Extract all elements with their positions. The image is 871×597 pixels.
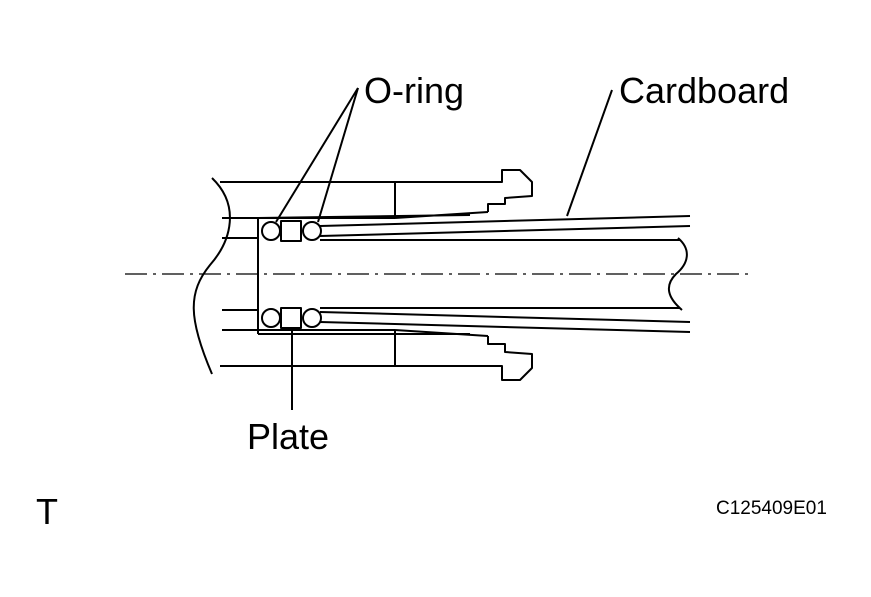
o-ring-lower-right bbox=[302, 308, 322, 328]
plate-lower bbox=[280, 307, 302, 329]
o-ring-leader-right bbox=[317, 87, 359, 223]
lower-flange bbox=[487, 336, 533, 381]
cardboard-leader bbox=[566, 89, 613, 217]
cardboard-tube bbox=[319, 215, 691, 333]
housing bbox=[192, 169, 533, 381]
leader-lines bbox=[275, 87, 613, 410]
o-ring-upper-left bbox=[261, 221, 281, 241]
plate-upper bbox=[280, 220, 302, 242]
plate-label: Plate bbox=[247, 416, 330, 457]
o-ring-upper-right bbox=[302, 221, 322, 241]
o-ring-lower-left bbox=[261, 308, 281, 328]
cardboard-label: Cardboard bbox=[619, 70, 790, 111]
tube-break-line bbox=[667, 237, 688, 311]
o-ring-label: O-ring bbox=[364, 70, 465, 111]
figure-code: C125409E01 bbox=[716, 498, 827, 519]
housing-break-line bbox=[192, 177, 231, 375]
upper-flange bbox=[487, 169, 533, 212]
corner-mark: T bbox=[36, 491, 58, 532]
o-ring-leader-left bbox=[275, 87, 359, 223]
